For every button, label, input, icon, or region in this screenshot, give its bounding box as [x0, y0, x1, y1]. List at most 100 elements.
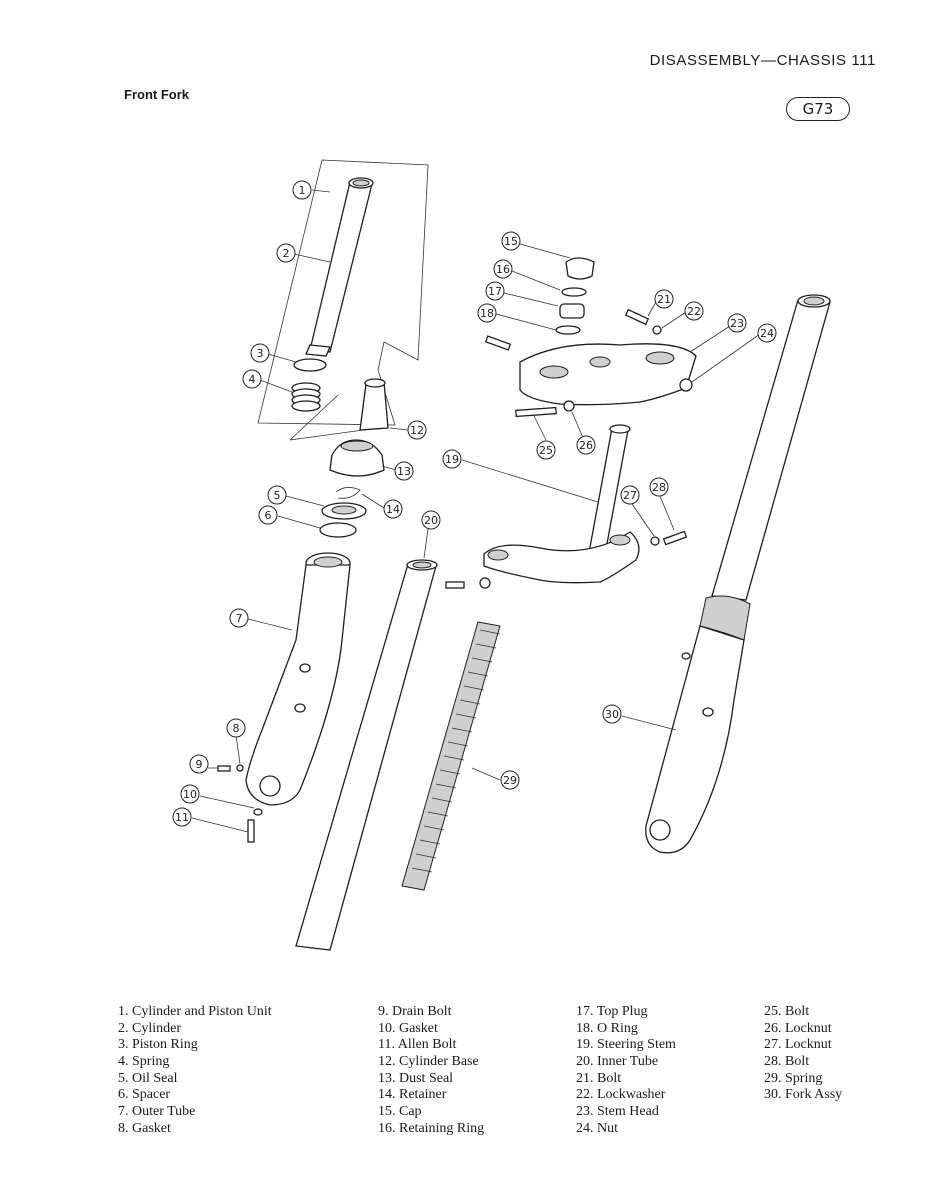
small-spring-part — [291, 382, 321, 412]
callout-29: 29 — [500, 770, 520, 790]
locknut-27-part — [650, 536, 660, 546]
callout-13: 13 — [394, 461, 414, 481]
legend-item: 19. Steering Stem — [576, 1037, 676, 1053]
callout-28: 28 — [649, 477, 669, 497]
front-fork-exploded-diagram: 1 2 3 4 5 6 7 8 9 10 11 12 13 14 15 16 1… — [172, 159, 831, 951]
svg-text:19: 19 — [445, 453, 459, 466]
legend-item: 12. Cylinder Base — [378, 1054, 479, 1070]
svg-text:5: 5 — [274, 489, 281, 502]
callout-26: 26 — [576, 435, 596, 455]
svg-text:11: 11 — [175, 811, 189, 824]
svg-text:29: 29 — [503, 774, 517, 787]
callout-7: 7 — [229, 608, 249, 628]
svg-text:10: 10 — [183, 788, 197, 801]
callout-19: 19 — [442, 449, 462, 469]
stem-washer-part — [479, 577, 491, 589]
svg-text:8: 8 — [233, 722, 240, 735]
callout-27: 27 — [620, 485, 640, 505]
callout-12: 12 — [407, 420, 427, 440]
callout-15: 15 — [501, 231, 521, 251]
legend-item: 20. Inner Tube — [576, 1054, 659, 1070]
inner-tube-part — [295, 559, 438, 951]
callout-8: 8 — [226, 718, 246, 738]
svg-text:15: 15 — [504, 235, 518, 248]
svg-text:17: 17 — [488, 285, 502, 298]
svg-text:6: 6 — [265, 509, 272, 522]
callout-21: 21 — [654, 289, 674, 309]
legend-item: 25. Bolt — [764, 1004, 810, 1019]
callout-30: 30 — [602, 704, 622, 724]
svg-text:26: 26 — [579, 439, 593, 452]
legend-item: 6. Spacer — [118, 1087, 171, 1103]
svg-text:16: 16 — [496, 263, 510, 276]
cylinder-base-part — [359, 378, 389, 431]
callout-1: 1 — [292, 180, 312, 200]
outer-tube-part — [245, 552, 351, 806]
legend-item: 16. Retaining Ring — [378, 1120, 485, 1136]
page-header-title: DISASSEMBLY—CHASSIS 111 — [649, 52, 876, 69]
callout-5: 5 — [267, 485, 287, 505]
legend-item: 21. Bolt — [576, 1070, 622, 1086]
legend-column-4: 25. Bolt 26. Locknut 27. Locknut 28. Bol… — [764, 1004, 842, 1104]
legend-item: 13. Dust Seal — [378, 1070, 454, 1086]
svg-text:23: 23 — [730, 317, 744, 330]
callout-4: 4 — [242, 369, 262, 389]
svg-text:24: 24 — [760, 327, 774, 340]
legend-item: 5. Oil Seal — [118, 1070, 178, 1086]
legend-item: 8. Gasket — [118, 1120, 171, 1136]
svg-text:3: 3 — [257, 347, 264, 360]
callout-2: 2 — [276, 243, 296, 263]
gasket-small-part — [253, 808, 263, 816]
cylinder-part — [305, 177, 374, 357]
legend-column-3: 17. Top Plug 18. O Ring 19. Steering Ste… — [576, 1004, 676, 1138]
callout-20: 20 — [421, 510, 441, 530]
allen-bolt-part — [247, 819, 255, 843]
legend-item: 18. O Ring — [576, 1020, 638, 1036]
drain-bolt-part — [217, 765, 231, 772]
callout-24: 24 — [757, 323, 777, 343]
svg-text:12: 12 — [410, 424, 424, 437]
fork-assy-part — [645, 294, 831, 854]
callout-3: 3 — [250, 343, 270, 363]
legend-item: 11. Allen Bolt — [378, 1037, 457, 1053]
legend-item: 7. Outer Tube — [118, 1104, 196, 1120]
bolt-21-part — [624, 308, 650, 326]
svg-text:18: 18 — [480, 307, 494, 320]
callout-9: 9 — [189, 754, 209, 774]
svg-text:25: 25 — [539, 444, 553, 457]
legend-item: 17. Top Plug — [576, 1004, 648, 1019]
svg-text:28: 28 — [652, 481, 666, 494]
top-plug-stack-part — [555, 257, 595, 335]
legend-item: 28. Bolt — [764, 1054, 810, 1070]
svg-text:4: 4 — [249, 373, 256, 386]
legend-item: 22. Lockwasher — [576, 1087, 666, 1103]
svg-text:9: 9 — [196, 758, 203, 771]
callout-18: 18 — [477, 303, 497, 323]
legend-item: 1. Cylinder and Piston Unit — [118, 1004, 272, 1019]
callout-23: 23 — [727, 313, 747, 333]
gasket-part — [236, 764, 244, 772]
legend-item: 14. Retainer — [378, 1087, 447, 1103]
callout-25: 25 — [536, 440, 556, 460]
callout-14: 14 — [383, 499, 403, 519]
stem-bolt-part — [445, 581, 465, 589]
legend-column-2: 9. Drain Bolt 10. Gasket 11. Allen Bolt … — [378, 1004, 484, 1138]
svg-text:20: 20 — [424, 514, 438, 527]
nut-24-part — [679, 378, 693, 392]
dust-seal-part — [329, 439, 385, 477]
legend-item: 4. Spring — [118, 1054, 170, 1070]
section-title: Front Fork — [124, 87, 189, 102]
svg-text:7: 7 — [236, 612, 243, 625]
legend-item: 27. Locknut — [764, 1037, 832, 1053]
svg-text:14: 14 — [386, 503, 400, 516]
steering-stem-part — [483, 424, 640, 584]
callout-17: 17 — [485, 281, 505, 301]
legend-item: 3. Piston Ring — [118, 1037, 198, 1053]
svg-text:21: 21 — [657, 293, 671, 306]
parts-legend: 1. Cylinder and Piston Unit 2. Cylinder … — [0, 1004, 931, 1154]
piston-ring-part — [293, 358, 327, 372]
svg-text:27: 27 — [623, 489, 637, 502]
callout-10: 10 — [180, 784, 200, 804]
svg-text:22: 22 — [687, 305, 701, 318]
bolt-18-part — [484, 335, 512, 351]
